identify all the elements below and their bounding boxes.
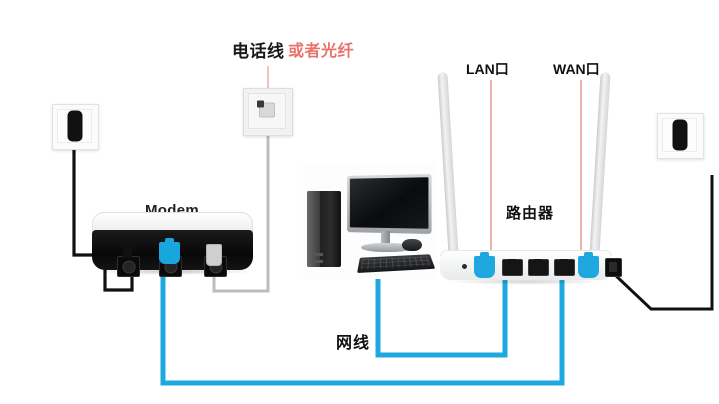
keyboard xyxy=(357,254,436,274)
label-or-fiber: 或者光纤 xyxy=(288,43,355,60)
phone-connector-icon xyxy=(257,100,275,118)
router-lan-port-3 xyxy=(528,259,549,276)
power-plug-icon xyxy=(672,119,687,151)
router-wan-plug xyxy=(578,252,599,278)
router-lan-port-4 xyxy=(554,259,575,276)
mouse xyxy=(402,239,422,251)
label-network-cable: 网线 xyxy=(336,335,371,352)
monitor xyxy=(347,174,432,234)
monitor-stand-base xyxy=(361,243,413,252)
antenna-left xyxy=(437,72,459,263)
modem-phone-plug xyxy=(206,244,222,266)
monitor-screen xyxy=(349,177,429,229)
antenna-right xyxy=(589,72,611,263)
label-phone-line: 电话线 xyxy=(232,42,285,61)
modem-top-shell xyxy=(92,212,253,232)
router-device xyxy=(430,70,622,285)
port-hole xyxy=(122,260,135,273)
router-power-port xyxy=(605,258,622,277)
wall-outlet-phone xyxy=(243,88,293,136)
router-lan1-plug xyxy=(474,252,495,278)
power-plug-icon xyxy=(67,110,82,142)
ethernet-cable-pc-to-router-lan1 xyxy=(375,268,508,358)
power-cable-router xyxy=(610,175,714,311)
wall-outlet-left xyxy=(52,104,99,150)
status-led xyxy=(462,264,467,269)
drive-bay xyxy=(312,253,323,256)
desktop-computer xyxy=(303,163,437,279)
router-shadow xyxy=(446,278,606,285)
wall-plate-inner xyxy=(248,93,286,129)
label-wan-port: WAN口 xyxy=(553,61,600,77)
monitor-stand-neck xyxy=(381,231,390,245)
drive-bay xyxy=(312,260,323,263)
label-lan-port: LAN口 xyxy=(466,61,509,77)
modem-power-plug xyxy=(123,246,132,258)
pc-tower-front-bezel xyxy=(307,191,323,267)
modem-ethernet-plug xyxy=(159,238,180,264)
wall-outlet-right xyxy=(657,113,704,159)
modem-device xyxy=(92,212,253,277)
power-cable-modem xyxy=(72,148,134,292)
modem-power-port xyxy=(117,256,140,277)
label-router: 路由器 xyxy=(506,205,555,222)
router-lan-port-2 xyxy=(502,259,523,276)
ethernet-cable-modem-to-router-wan xyxy=(160,246,565,386)
